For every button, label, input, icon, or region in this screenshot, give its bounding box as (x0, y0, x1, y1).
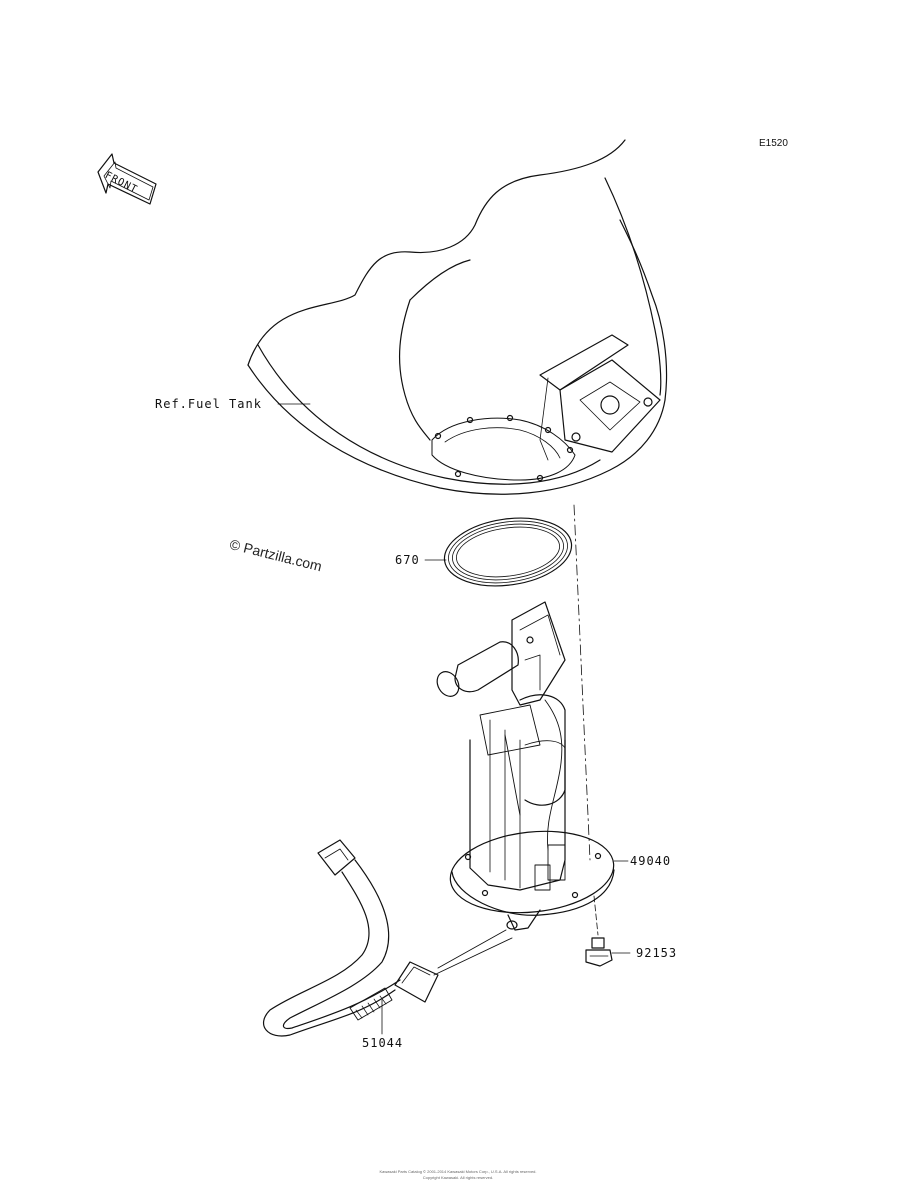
center-line (574, 505, 590, 860)
callout-51044: 51044 (362, 1036, 404, 1050)
callout-ref-fuel-tank: Ref.Fuel Tank (155, 397, 262, 411)
footer-copyright-2: Copyright Kawasaki. All rights reserved. (422, 1175, 494, 1180)
fuel-hose-51044 (264, 840, 512, 1036)
callout-670: 670 (395, 553, 420, 567)
front-arrow-icon (98, 154, 156, 204)
footer-copyright-1: Kawasaki Parts Catalog © 2001-2014 Kawas… (379, 1169, 537, 1174)
callout-92153: 92153 (636, 946, 678, 960)
fuel-tank-outline (248, 140, 667, 494)
diagram-code: E1520 (759, 138, 788, 149)
bolt-92153 (586, 938, 612, 966)
gasket-670 (440, 510, 576, 593)
callout-49040: 49040 (630, 854, 672, 868)
center-line-lower (594, 896, 598, 935)
fuel-pump-assembly-49040 (433, 602, 618, 930)
